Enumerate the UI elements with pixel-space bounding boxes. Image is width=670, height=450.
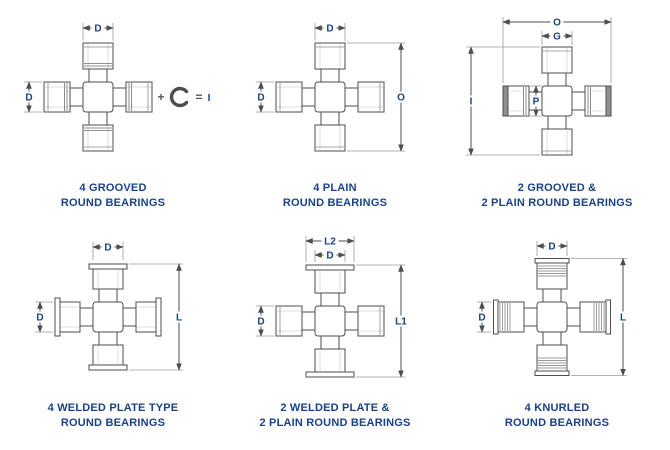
dim-label-inner: P — [533, 97, 540, 108]
dim-label-top-inner: D — [326, 251, 333, 262]
dim-label-top-inner: G — [553, 32, 561, 43]
dim-label-result: I — [208, 93, 211, 104]
ujoint-diagram-2-welded-2-plain: L2 D D L1 — [255, 235, 409, 378]
cross-drawing — [54, 263, 162, 371]
dim-top-outer: L2 — [305, 235, 355, 262]
caption-line-2: ROUND BEARINGS — [60, 196, 166, 209]
caption-line-2: 2 PLAIN ROUND BEARINGS — [259, 416, 411, 429]
panel-2-welded-2-plain: L2 D D L1 2 WELDED PLATE & — [224, 225, 446, 445]
equals-sign: = — [195, 90, 202, 104]
dim-left: D — [23, 81, 42, 113]
dim-left: D — [255, 81, 274, 113]
plus-sign: + — [157, 90, 164, 104]
dim-right: O — [347, 42, 407, 152]
panel-4-plain: D D O 4 PLAIN ROUND BEARINGS — [224, 5, 446, 225]
dim-label-left: D — [257, 93, 264, 104]
panel-caption: 2 WELDED PLATE & 2 PLAIN ROUND BEARINGS — [259, 401, 410, 431]
dim-label-right: L — [620, 313, 626, 324]
dim-label-top-outer: O — [553, 18, 561, 29]
dim-label-top: D — [548, 242, 555, 253]
dim-left: D — [255, 305, 274, 337]
caption-line-1: 4 PLAIN — [313, 182, 357, 194]
panel-4-grooved: D D + = I 4 GROOVED ROUND BEARINGS — [2, 5, 224, 225]
ujoint-diagram-4-knurled: D D L — [476, 240, 629, 377]
ujoint-diagram-4-grooved: D D + = I — [23, 22, 211, 152]
dim-label-left: D — [36, 313, 43, 324]
dim-right: L — [129, 263, 185, 371]
dim-top-inner: D — [314, 249, 346, 262]
ujoint-diagram-4-plain: D D O — [255, 22, 407, 152]
dim-label-left: D — [257, 317, 264, 328]
dim-top-inner: G — [541, 30, 573, 45]
caption-line-1: 4 KNURLED — [524, 402, 590, 414]
ujoint-diagram-2-grooved-2-plain: O G I P — [465, 16, 612, 156]
snap-ring-formula: + = I — [157, 86, 211, 108]
dim-label-left: I — [470, 97, 473, 108]
dim-left: D — [476, 301, 491, 333]
panel-caption: 2 GROOVED & 2 PLAIN ROUND BEARINGS — [481, 181, 632, 211]
dim-label-top: D — [326, 24, 333, 35]
dim-label-right: L1 — [395, 317, 407, 328]
dim-top-outer: O — [502, 16, 612, 83]
dim-label-left: D — [478, 313, 485, 324]
panel-2-grooved-2-plain: O G I P 2 GROOVED & 2 PL — [446, 5, 668, 225]
panel-caption: 4 KNURLED ROUND BEARINGS — [505, 401, 609, 431]
caption-line-2: 2 PLAIN ROUND BEARINGS — [481, 196, 633, 209]
dim-top: D — [314, 22, 346, 41]
panel-4-welded-plate: D D L 4 WELDED PLATE TYPE ROUND BEARINGS — [2, 225, 224, 445]
panel-4-knurled: D D L 4 KNURLED ROUND BEARINGS — [446, 225, 668, 445]
dim-label-right: O — [397, 93, 405, 104]
caption-line-1: 4 GROOVED — [79, 182, 147, 194]
panel-caption: 4 GROOVED ROUND BEARINGS — [61, 181, 165, 211]
dim-label-top: D — [94, 24, 101, 35]
cross-drawing — [275, 264, 385, 378]
dim-label-top: D — [104, 243, 111, 254]
cross-drawing — [275, 42, 385, 152]
dim-left: D — [34, 301, 53, 333]
dim-inner: P — [530, 85, 542, 117]
caption-line-2: ROUND BEARINGS — [282, 196, 388, 209]
dim-label-top-outer: L2 — [324, 237, 336, 248]
caption-line-2: ROUND BEARINGS — [60, 416, 166, 429]
cross-drawing — [43, 42, 153, 152]
dim-right: L — [571, 257, 629, 377]
snap-ring-icon — [169, 86, 189, 108]
dim-top: D — [92, 241, 124, 260]
panel-caption: 4 PLAIN ROUND BEARINGS — [283, 181, 387, 211]
caption-line-2: ROUND BEARINGS — [504, 416, 610, 429]
caption-line-1: 2 GROOVED & — [517, 182, 597, 194]
dim-label-left: D — [25, 93, 32, 104]
dim-top: D — [82, 22, 114, 41]
dim-left: I — [465, 46, 540, 156]
ujoint-diagram-4-welded-plate: D D L — [34, 241, 185, 371]
dim-right: L1 — [356, 264, 409, 378]
caption-line-1: 4 WELDED PLATE TYPE — [47, 402, 179, 414]
cross-drawing — [493, 258, 611, 376]
dim-label-right: L — [176, 313, 182, 324]
dim-top: D — [536, 240, 568, 256]
panel-caption: 4 WELDED PLATE TYPE ROUND BEARINGS — [48, 401, 179, 431]
cross-drawing — [502, 46, 612, 156]
caption-line-1: 2 WELDED PLATE & — [280, 402, 390, 414]
